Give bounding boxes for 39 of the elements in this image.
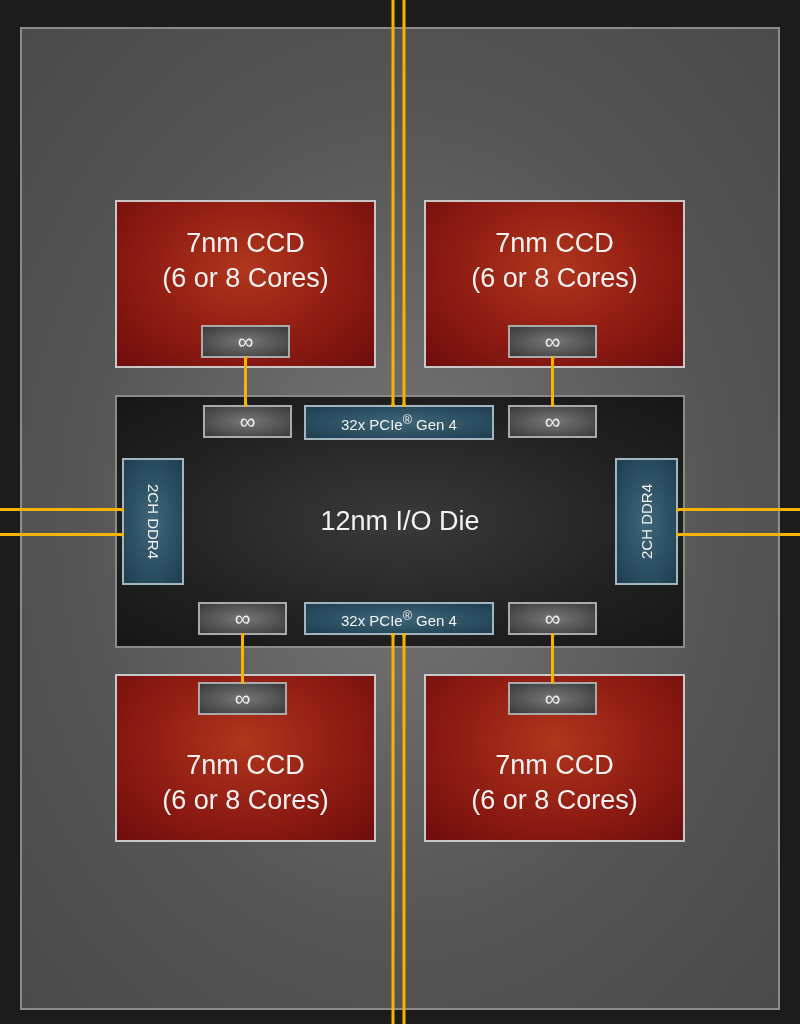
pcie-interface-block: 32x PCIe$^{®}$ Gen 4 [304, 405, 494, 440]
link-port: ∞ [508, 602, 597, 635]
chiplet-label: (6 or 8 Cores) [162, 784, 329, 817]
interconnect-line [0, 532, 124, 537]
link-port: ∞ [203, 405, 292, 438]
link-port: ∞ [508, 325, 597, 358]
chiplet-label: 7nm CCD [495, 227, 614, 260]
chiplet-die [424, 200, 685, 368]
interconnect-line [243, 356, 248, 407]
link-port: ∞ [508, 405, 597, 438]
chiplet-label: 7nm CCD [186, 749, 305, 782]
interconnect-line [676, 507, 800, 512]
chiplet-label: (6 or 8 Cores) [471, 784, 638, 817]
interconnect-line [402, 633, 406, 1024]
interconnect-line [402, 0, 406, 407]
package-substrate [20, 27, 780, 1010]
link-port: ∞ [201, 325, 290, 358]
chiplet-label: 7nm CCD [495, 749, 614, 782]
io-die [115, 395, 685, 648]
interconnect-line [391, 633, 395, 1024]
interconnect-line [550, 633, 555, 684]
interconnect-line [240, 633, 245, 684]
link-port: ∞ [508, 682, 597, 715]
interconnect-line [550, 356, 555, 407]
memory-interface-block: 2CH DDR4 [122, 458, 184, 585]
link-port: ∞ [198, 602, 287, 635]
die-label: 12nm I/O Die [320, 506, 480, 537]
interconnect-line [391, 0, 395, 407]
chiplet-die [115, 674, 376, 842]
interconnect-line [0, 507, 124, 512]
chiplet-label: 7nm CCD [186, 227, 305, 260]
chiplet-die [424, 674, 685, 842]
interconnect-line [676, 532, 800, 537]
chiplet-die [115, 200, 376, 368]
link-port: ∞ [198, 682, 287, 715]
chiplet-label: (6 or 8 Cores) [162, 262, 329, 295]
chiplet-label: (6 or 8 Cores) [471, 262, 638, 295]
pcie-interface-block: 32x PCIe$^{®}$ Gen 4 [304, 602, 494, 635]
memory-interface-block: 2CH DDR4 [615, 458, 678, 585]
